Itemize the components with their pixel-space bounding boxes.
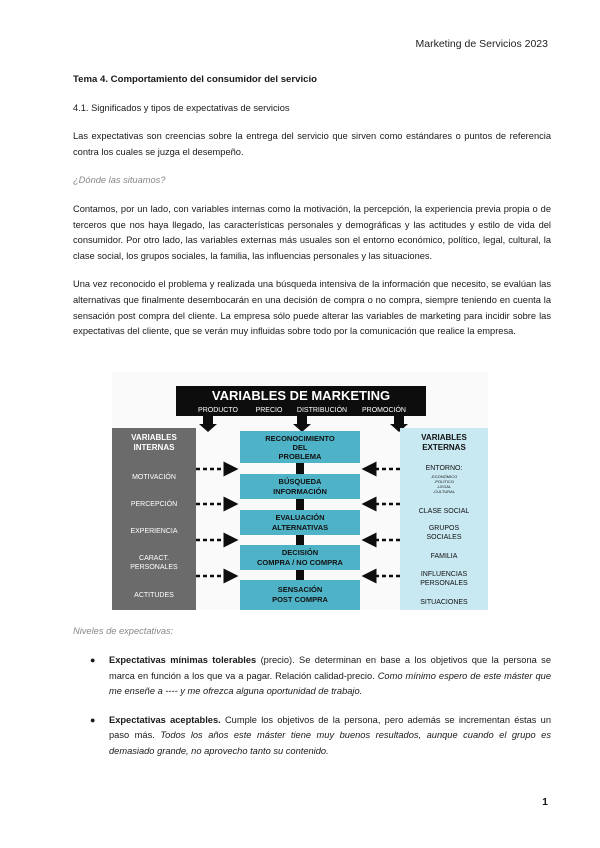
step-4-line-2: COMPRA / NO COMPRA xyxy=(257,558,344,567)
diagram-svg: VARIABLES DE MARKETING PRODUCTO PRECIO D… xyxy=(112,386,488,610)
document-body: Tema 4. Comportamiento del consumidor de… xyxy=(73,72,551,340)
document-header: Marketing de Servicios 2023 xyxy=(415,38,549,50)
step-3-line-1: EVALUACIÓN xyxy=(275,513,324,522)
step-post-purchase xyxy=(240,580,360,610)
step-recognition xyxy=(240,431,360,463)
list-item: ● Expectativas mínimas tolerables (preci… xyxy=(73,653,551,700)
step-decision xyxy=(240,545,360,570)
external-title-2: EXTERNAS xyxy=(422,443,466,452)
mix-distribution: DISTRIBUCIÓN xyxy=(297,405,347,414)
question-subheading: ¿Dónde las situamos? xyxy=(73,175,166,186)
left-arrows xyxy=(196,461,239,584)
external-variables-box xyxy=(400,428,488,610)
mix-price: PRECIO xyxy=(256,407,283,414)
list-item-bold: Expectativas mínimas tolerables xyxy=(109,655,257,665)
internal-personal: PERSONALES xyxy=(130,564,178,571)
internal-variables-box xyxy=(112,428,196,610)
step-evaluation xyxy=(240,510,360,535)
marketing-variables-diagram: VARIABLES DE MARKETING PRODUCTO PRECIO D… xyxy=(112,372,488,610)
expectations-list: ● Expectativas mínimas tolerables (preci… xyxy=(73,653,551,760)
external-groups-1: GRUPOS xyxy=(429,525,460,532)
external-family: FAMILIA xyxy=(431,553,458,560)
step-2-line-2: INFORMACIÓN xyxy=(273,487,327,496)
internal-experience: EXPERIENCIA xyxy=(130,528,177,535)
list-item-bold: Expectativas aceptables. xyxy=(109,714,221,725)
right-arrows xyxy=(361,461,400,584)
step-1-line-2: DEL xyxy=(293,443,308,452)
list-item-text: (precio). Se determinan en base a los ob… xyxy=(109,655,551,681)
list-item-text: Cumple los objetivos de la persona, pero… xyxy=(109,714,551,741)
internal-perception: PERCEPCIÓN xyxy=(131,499,177,508)
external-influences-2: PERSONALES xyxy=(420,580,468,587)
external-influences-1: INFLUENCIAS xyxy=(421,571,468,578)
step-search xyxy=(240,474,360,499)
environment-political: -POLÍTICO xyxy=(434,479,454,484)
mix-promotion: PROMOCIÓN xyxy=(362,405,406,414)
marketing-banner xyxy=(176,386,426,416)
external-groups-2: SOCIALES xyxy=(426,534,461,541)
environment-cultural: -CULTURAL xyxy=(433,489,456,494)
external-social-class: CLASE SOCIAL xyxy=(419,508,470,515)
environment-economic: -ECONÓMICO xyxy=(431,474,457,479)
step-3-line-2: ALTERNATIVAS xyxy=(272,523,328,532)
step-5-line-1: SENSACIÓN xyxy=(278,585,323,594)
step-1-line-3: PROBLEMA xyxy=(279,452,323,461)
environment-legal: -LEGAL xyxy=(437,484,452,489)
levels-subheading: Niveles de expectativas: xyxy=(73,626,174,636)
paragraph-variables: Contamos, por un lado, con variables int… xyxy=(73,203,551,261)
step-2-line-1: BÚSQUEDA xyxy=(279,477,323,486)
list-item-italic: Como mínimo espero de este máster que me… xyxy=(109,670,551,697)
bullet-icon: ● xyxy=(90,655,96,665)
mix-product: PRODUCTO xyxy=(198,407,238,414)
internal-charact: CARACT. xyxy=(139,555,169,562)
internal-title-1: VARIABLES xyxy=(131,433,177,442)
banner-title: VARIABLES DE MARKETING xyxy=(212,388,390,403)
section-heading: 4.1. Significados y tipos de expectativa… xyxy=(73,102,290,113)
list-item: ● Expectativas aceptables. Cumple los ob… xyxy=(73,713,551,760)
paragraph-process: Una vez reconocido el problema y realiza… xyxy=(73,279,551,337)
step-4-line-1: DECISIÓN xyxy=(282,548,318,557)
step-connectors xyxy=(296,463,304,580)
step-5-line-2: POST COMPRA xyxy=(272,595,328,604)
bullet-icon: ● xyxy=(90,714,96,725)
down-arrows xyxy=(199,416,408,432)
page-number: 1 xyxy=(542,796,548,808)
external-environment: ENTORNO: xyxy=(426,465,463,472)
internal-title-2: INTERNAS xyxy=(134,443,176,452)
external-situations: SITUACIONES xyxy=(420,599,468,606)
paragraph-definition: Las expectativas son creencias sobre la … xyxy=(73,131,551,157)
step-1-line-1: RECONOCIMIENTO xyxy=(265,434,335,443)
internal-motivation: MOTIVACIÓN xyxy=(132,472,176,481)
list-item-italic: Todos los años este máster tiene muy bue… xyxy=(109,730,551,756)
topic-heading: Tema 4. Comportamiento del consumidor de… xyxy=(73,74,317,85)
external-title-1: VARIABLES xyxy=(421,433,467,442)
internal-attitudes: ACTITUDES xyxy=(134,592,174,599)
